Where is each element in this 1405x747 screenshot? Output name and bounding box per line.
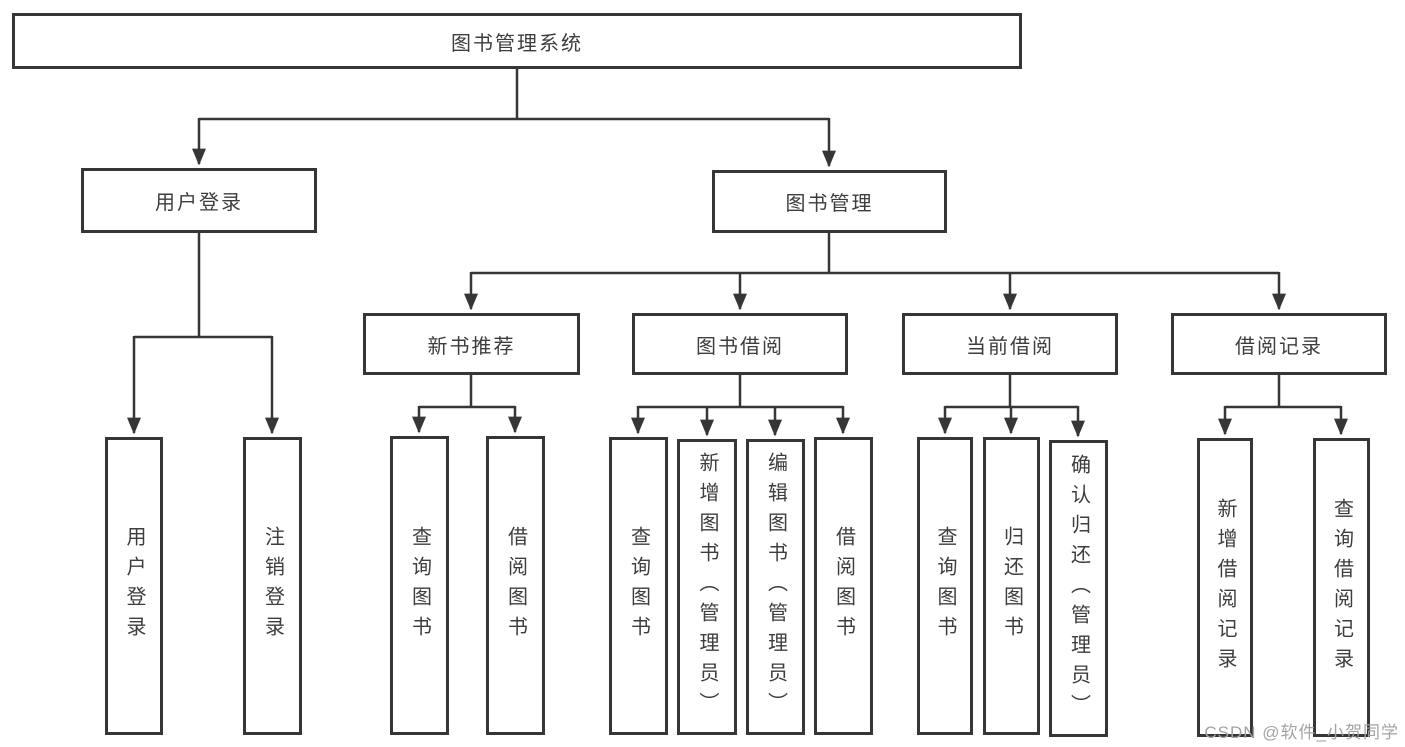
leaf-query-borrow-record: 查询借阅记录 <box>1313 438 1370 737</box>
node-label: 用户登录 <box>155 192 243 214</box>
csdn-watermark: CSDN @软件_小贺同学 <box>1204 723 1399 742</box>
node-book-management: 图书管理 <box>712 170 947 233</box>
leaf-edit-books-admin: 编辑图书（管理员） <box>746 439 805 735</box>
leaf-add-books-admin: 新增图书（管理员） <box>677 439 737 735</box>
node-label: 图书管理 <box>785 193 874 215</box>
leaf-query-books-3: 查询图书 <box>917 437 973 735</box>
node-book-borrowing: 图书借阅 <box>632 313 848 375</box>
node-label: 新书推荐 <box>427 335 516 358</box>
node-label: 当前借阅 <box>966 335 1054 358</box>
leaf-label: 归还图书 <box>1000 526 1023 646</box>
leaf-label: 查询图书 <box>408 525 431 646</box>
leaf-label: 查询借阅记录 <box>1330 497 1353 678</box>
leaf-label: 新增图书（管理员） <box>696 452 718 722</box>
leaf-label: 借阅图书 <box>504 525 527 646</box>
leaf-query-books-1: 查询图书 <box>390 436 449 735</box>
leaf-borrow-books-1: 借阅图书 <box>486 436 545 735</box>
node-user-login: 用户登录 <box>81 168 317 233</box>
leaf-label: 查询图书 <box>627 526 650 646</box>
leaf-borrow-books-2: 借阅图书 <box>814 437 873 735</box>
node-label: 图书借阅 <box>696 335 784 358</box>
leaf-label: 注销登录 <box>261 526 284 646</box>
leaf-label: 新增借阅记录 <box>1214 497 1236 678</box>
leaf-user-login: 用户登录 <box>105 437 163 735</box>
leaf-label: 编辑图书（管理员） <box>764 452 787 722</box>
node-borrowing-records: 借阅记录 <box>1171 313 1387 375</box>
leaf-label: 查询图书 <box>934 526 956 646</box>
node-root-system: 图书管理系统 <box>12 13 1022 69</box>
leaf-query-books-2: 查询图书 <box>609 437 668 735</box>
leaf-add-borrow-record: 新增借阅记录 <box>1197 438 1253 737</box>
leaf-label: 借阅图书 <box>832 526 855 646</box>
node-label: 借阅记录 <box>1235 335 1323 358</box>
leaf-logout: 注销登录 <box>243 437 302 735</box>
leaf-confirm-return-admin: 确认归还（管理员） <box>1049 440 1108 737</box>
leaf-return-books: 归还图书 <box>983 437 1040 735</box>
node-new-book-recommendation: 新书推荐 <box>363 313 580 375</box>
leaf-label: 确认归还（管理员） <box>1067 453 1090 724</box>
leaf-label: 用户登录 <box>123 526 145 646</box>
node-current-borrowing: 当前借阅 <box>902 313 1118 375</box>
node-label: 图书管理系统 <box>451 32 583 55</box>
